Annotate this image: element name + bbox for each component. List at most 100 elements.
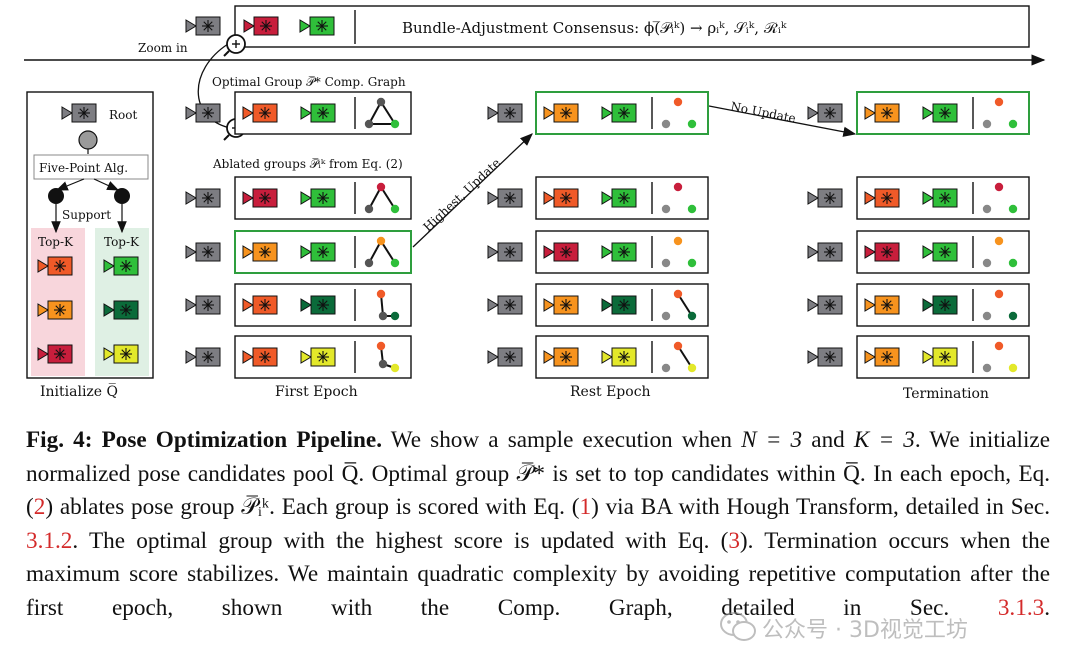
group-row-1-1 xyxy=(487,176,709,220)
node xyxy=(364,258,374,268)
first-epoch-title: First Epoch xyxy=(275,384,358,400)
camera-topk-left-1-icon xyxy=(37,256,73,276)
camera-candidate-icon xyxy=(242,295,278,315)
caption-text-5: ) via BA with Hough Transform, detailed … xyxy=(591,494,1050,520)
ablated-groups-label: Ablated groups 𝒫̅ᵢᵏ from Eq. (2) xyxy=(212,157,403,171)
camera-candidate-icon xyxy=(300,188,336,208)
caption-ref-eq3[interactable]: 3 xyxy=(728,527,740,554)
algorithm-label: Five-Point Alg. xyxy=(39,161,128,175)
root-label: Root xyxy=(109,108,137,122)
camera-green-icon xyxy=(299,16,335,36)
node xyxy=(982,363,992,373)
camera-candidate-icon xyxy=(922,295,958,315)
optimal-group-label: Optimal Group 𝒫̅* Comp. Graph xyxy=(212,75,406,89)
camera-gray-icon xyxy=(487,347,523,367)
watermark: 公众号 · 3D视觉工坊 xyxy=(718,602,1068,652)
caption-lead: Fig. 4: Pose Optimization Pipeline. xyxy=(26,427,382,453)
group-row-1-3 xyxy=(487,283,709,327)
node xyxy=(376,236,386,246)
camera-topk-right-3-icon xyxy=(103,344,139,364)
node xyxy=(376,341,386,351)
node xyxy=(994,97,1004,107)
camera-gray-icon xyxy=(807,188,843,208)
camera-candidate-icon xyxy=(543,347,579,367)
camera-candidate-icon xyxy=(864,103,900,123)
caption-ref-sec312[interactable]: 3.1.2 xyxy=(26,527,73,554)
group-row-0-2 xyxy=(185,230,412,274)
camera-gray-icon xyxy=(185,16,221,36)
node xyxy=(687,204,697,214)
support-node-left xyxy=(48,188,64,204)
figure-caption: Fig. 4: Pose Optimization Pipeline. We s… xyxy=(26,424,1050,625)
caption-ref-eq1[interactable]: 1 xyxy=(579,494,592,520)
support-node-right xyxy=(114,188,130,204)
camera-candidate-icon xyxy=(300,242,336,262)
camera-candidate-icon xyxy=(922,242,958,262)
node xyxy=(687,311,697,321)
node xyxy=(1008,311,1018,321)
no-update-arrow xyxy=(708,105,857,137)
group-row-0-3 xyxy=(185,283,412,327)
node xyxy=(661,258,671,268)
camera-gray-icon xyxy=(807,347,843,367)
camera-gray-icon xyxy=(185,103,221,123)
camera-topk-right-2-icon xyxy=(103,300,139,320)
topk-right-label: Top-K xyxy=(104,235,140,249)
group-row-2-2 xyxy=(807,230,1030,274)
camera-gray-icon xyxy=(185,242,221,262)
camera-candidate-icon xyxy=(864,188,900,208)
node xyxy=(378,359,388,369)
node xyxy=(994,182,1004,192)
node xyxy=(390,119,400,129)
caption-text-7: ). Termination occurs when the maximum s… xyxy=(26,527,1051,621)
camera-candidate-icon xyxy=(543,103,579,123)
caption-text-2: and xyxy=(802,427,854,453)
zoom-lens-top-icon xyxy=(223,34,246,57)
caption-n-equation: N = 3 xyxy=(741,427,803,453)
node xyxy=(673,341,683,351)
camera-candidate-icon xyxy=(300,103,336,123)
node xyxy=(376,182,386,192)
caption-ref-eq2[interactable]: 2 xyxy=(33,494,46,520)
camera-candidate-icon xyxy=(242,242,278,262)
camera-candidate-icon xyxy=(601,242,637,262)
caption-ref-sec313[interactable]: 3.1.3 xyxy=(997,594,1045,621)
group-row-1-4 xyxy=(487,335,709,379)
node xyxy=(1008,258,1018,268)
group-row-1-0 xyxy=(487,91,709,135)
node xyxy=(994,341,1004,351)
node xyxy=(1008,363,1018,373)
group-row-0-4 xyxy=(185,335,412,379)
node xyxy=(661,204,671,214)
camera-candidate-icon xyxy=(864,295,900,315)
node xyxy=(364,204,374,214)
root-node xyxy=(78,130,98,150)
camera-root-icon xyxy=(61,103,97,123)
caption-text-8: . xyxy=(1044,594,1050,621)
node xyxy=(390,311,400,321)
support-label: Support xyxy=(62,208,111,222)
camera-topk-left-3-icon xyxy=(37,344,73,364)
camera-topk-right-1-icon xyxy=(103,256,139,276)
camera-gray-icon xyxy=(487,242,523,262)
init-title: Initialize Q̅ xyxy=(40,381,118,400)
camera-red-icon xyxy=(243,16,279,36)
rest-epoch-title: Rest Epoch xyxy=(570,384,651,400)
camera-gray-icon xyxy=(185,295,221,315)
group-row-2-3 xyxy=(807,283,1030,327)
camera-topk-left-2-icon xyxy=(37,300,73,320)
pipeline-diagram: Zoom in Bundle-Adjustment Consensus: ϕ(̅… xyxy=(24,5,1046,402)
camera-gray-icon xyxy=(185,347,221,367)
node xyxy=(673,236,683,246)
node xyxy=(364,119,374,129)
pipeline-figure: Zoom in Bundle-Adjustment Consensus: ϕ(̅… xyxy=(24,5,1046,402)
group-row-2-1 xyxy=(807,176,1030,220)
camera-candidate-icon xyxy=(543,242,579,262)
camera-candidate-icon xyxy=(922,103,958,123)
camera-gray-icon xyxy=(487,188,523,208)
camera-candidate-icon xyxy=(601,295,637,315)
camera-candidate-icon xyxy=(300,295,336,315)
wechat-icon xyxy=(720,612,756,641)
camera-candidate-icon xyxy=(242,188,278,208)
node xyxy=(376,289,386,299)
